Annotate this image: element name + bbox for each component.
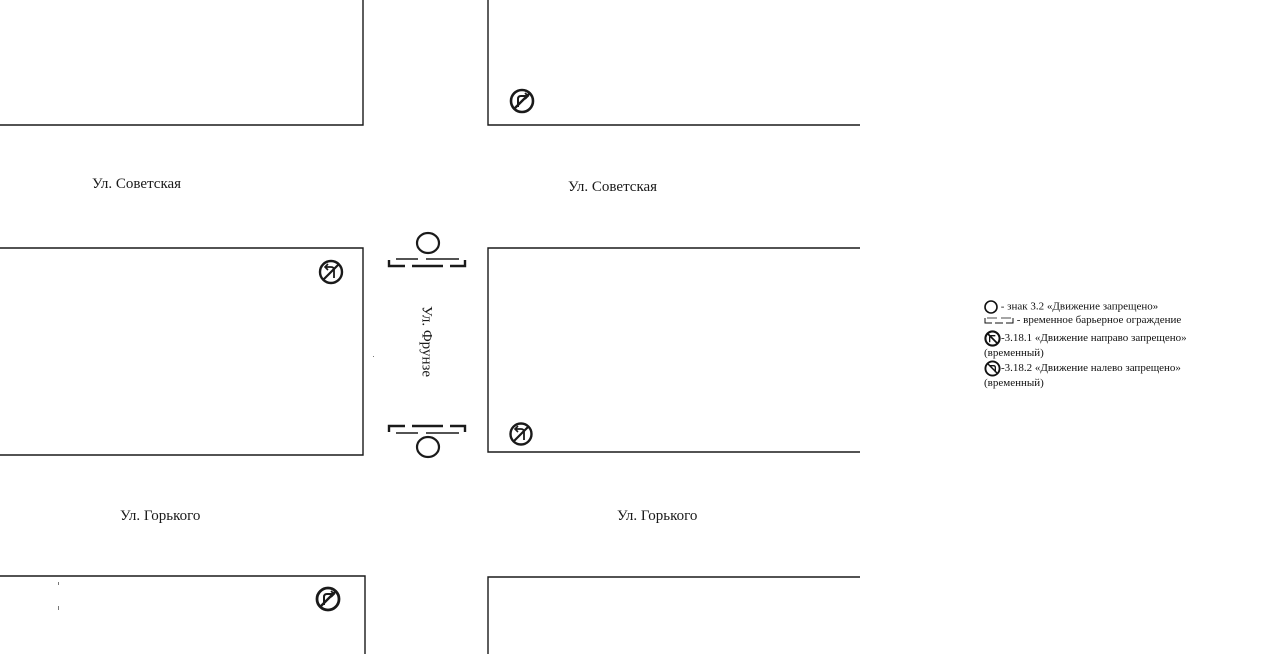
- block-top-right: [487, 0, 860, 126]
- no-entry-sign-bottom: [415, 435, 441, 459]
- legend-item-barrier: - временное барьерное ограждение: [984, 314, 1278, 327]
- legend-text-barrier: - временное барьерное ограждение: [1014, 314, 1182, 326]
- no-left-turn-sign-middle-right: [509, 422, 533, 446]
- street-label-sovetskaya-left: Ул. Советская: [92, 176, 182, 192]
- legend: - знак 3.2 «Движение запрещено» - времен…: [984, 300, 1278, 390]
- legend-item-no-left-turn: -3.18.2 «Движение налево запрещено» (вре…: [984, 360, 1278, 390]
- no-traffic-circle-icon: [984, 300, 998, 314]
- legend-item-no-entry: - знак 3.2 «Движение запрещено»: [984, 300, 1278, 314]
- legend-text-no-right-turn-note: (временный): [984, 347, 1044, 360]
- street-label-frunze: Ул. Фрунзе: [418, 305, 435, 378]
- street-label-sovetskaya-right: Ул. Советская: [568, 179, 658, 195]
- legend-text-no-left-turn: -3.18.2 «Движение налево запрещено»: [1001, 362, 1181, 375]
- legend-item-no-right-turn: -3.18.1 «Движение направо запрещено» (вр…: [984, 330, 1278, 360]
- no-right-turn-sign-top-right: [509, 88, 535, 114]
- block-top-left: [0, 0, 364, 126]
- barrier-bottom: [387, 424, 467, 434]
- legend-text-no-left-turn-note: (временный): [984, 377, 1044, 390]
- no-left-turn-sign-middle-left: [318, 259, 344, 285]
- block-middle-right: [487, 247, 860, 453]
- block-bottom-left: [0, 575, 366, 654]
- legend-text-no-right-turn: -3.18.1 «Движение направо запрещено»: [1001, 332, 1187, 345]
- barrier-top: [387, 258, 467, 268]
- no-entry-sign-top: [415, 231, 441, 255]
- no-left-turn-icon: [984, 360, 1001, 377]
- legend-text-no-entry: - знак 3.2 «Движение запрещено»: [998, 300, 1159, 313]
- block-middle-left: [0, 247, 364, 456]
- block-bottom-right: [487, 576, 860, 654]
- no-right-turn-icon: [984, 330, 1001, 347]
- barrier-icon: [984, 317, 1014, 323]
- street-label-gorkogo-right: Ул. Горького: [617, 508, 698, 524]
- street-label-gorkogo-left: Ул. Горького: [120, 508, 201, 524]
- no-right-turn-sign-bottom-left: [315, 586, 341, 612]
